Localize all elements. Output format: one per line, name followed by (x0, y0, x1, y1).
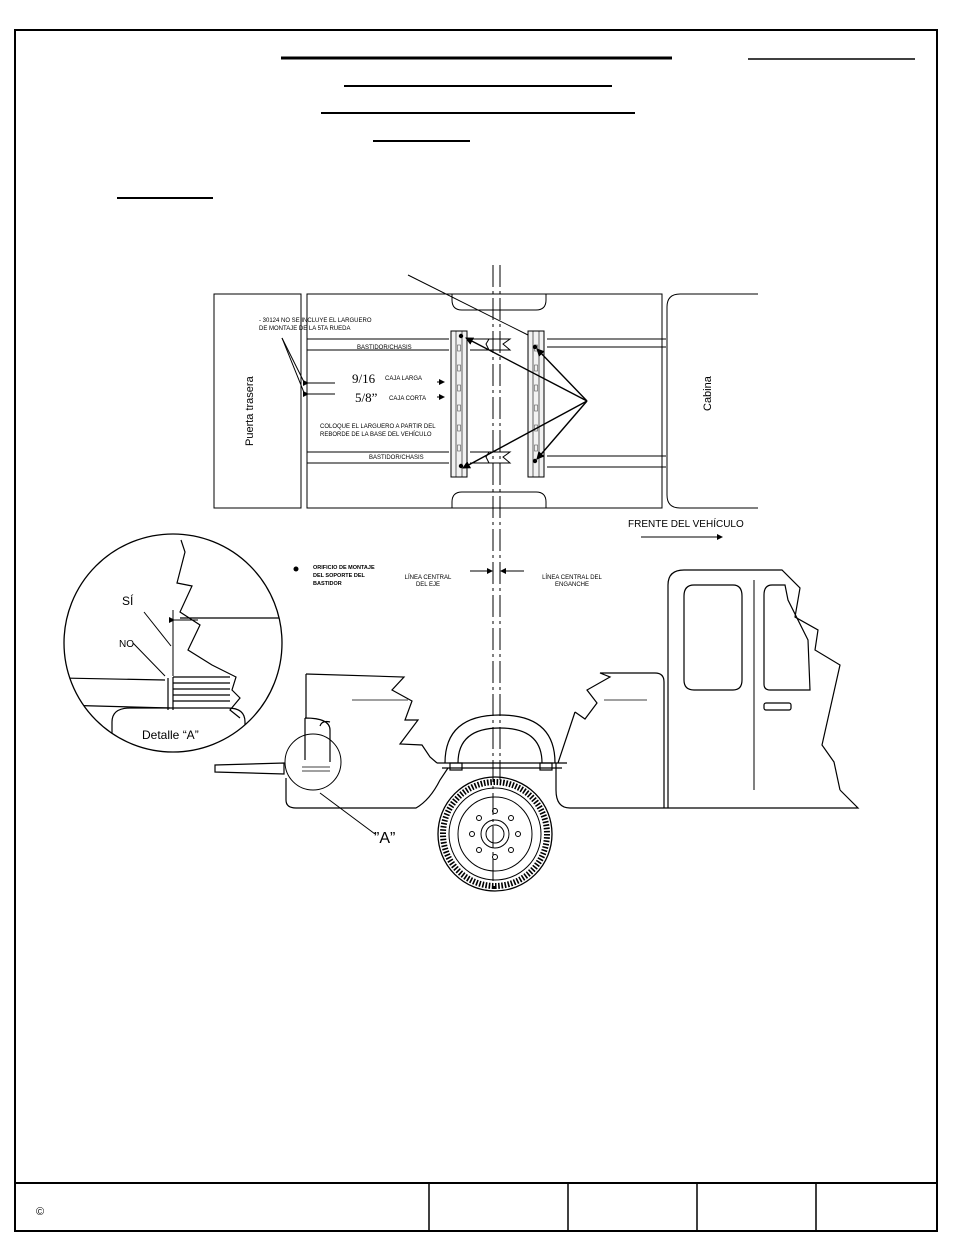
dim-long-label: CAJA LARGA (385, 376, 422, 382)
mount-hole-front-top (532, 344, 538, 350)
mount-hole-front-bottom (532, 458, 538, 464)
mount-hole-legend-dot (293, 566, 299, 572)
frame-label-bottom: BASTIDOR/CHASIS (369, 455, 424, 461)
rail-rear (450, 330, 468, 478)
axle-center-line2: DEL EJE (416, 582, 440, 588)
tailgate-label: Puerta trasera (244, 375, 256, 446)
mount-hole-rear-bottom (458, 463, 464, 469)
title-block (428, 1183, 817, 1231)
cab-outline (666, 293, 758, 509)
wheel-arch-outer (444, 714, 556, 764)
mount-hole-line2: DEL SOPORTE DEL (313, 573, 365, 579)
rear-cab-window (683, 584, 743, 691)
dim-short-label: CAJA CORTA (389, 396, 426, 402)
bed-side (305, 673, 438, 764)
place-rail-line2: REBORDE DE LA BASE DEL VEHÍCULO (320, 431, 432, 438)
yes-label: SÍ (122, 593, 134, 608)
note-30124-line1: - 30124 NO SE INCLUYE EL LARGUERO (259, 318, 372, 324)
dim-long-value: 9/16 (352, 371, 376, 386)
lower-body (285, 767, 449, 809)
mount-hole-line1: ORIFICIO DE MONTAJE (313, 565, 375, 571)
side-view-truck (214, 569, 860, 809)
wheel-arch-inner (457, 727, 543, 764)
cab-front-body (555, 763, 860, 809)
no-label: NO (119, 639, 134, 650)
rear-bumper (304, 717, 331, 762)
truck-bed-outline (306, 293, 663, 509)
pointer-arrows (281, 274, 723, 574)
page-border (14, 29, 938, 1232)
mount-hole-rear-top (458, 333, 464, 339)
door-handle (763, 702, 792, 711)
callout-a-leader (319, 792, 376, 835)
detail-a-small-circle (284, 733, 342, 791)
copyright-text: © (36, 1206, 44, 1218)
center-lines (492, 265, 501, 890)
frame-label-top: BASTIDOR/CHASIS (357, 345, 412, 351)
hitch-center-line1: LÍNEA CENTRAL DEL (542, 574, 602, 581)
hitch-center-line2: ENGANCHE (555, 582, 589, 588)
mount-hole-line3: BASTIDOR (313, 581, 342, 587)
rear-step-bumper (214, 762, 285, 775)
detail-a (63, 533, 283, 753)
title-lines (117, 56, 915, 199)
door-window (763, 584, 811, 691)
note-30124-line2: DE MONTAJE DE LA 5TA RUEDA (259, 326, 350, 332)
wheel-well-top (451, 294, 547, 311)
detail-a-label: Detalle “A” (142, 728, 199, 742)
cab-outline-side (667, 569, 841, 808)
rear-wheel (437, 776, 553, 892)
top-view (213, 293, 758, 509)
cab-label: Cabina (702, 375, 714, 411)
vehicle-front-label: FRENTE DEL VEHÍCULO (628, 517, 744, 530)
dim-short-value: 5/8” (355, 390, 378, 405)
callout-a-label: ”A” (374, 830, 395, 847)
axle-center-line1: LÍNEA CENTRAL (405, 574, 452, 581)
wheel-well-bottom (451, 491, 547, 508)
tailgate-outline (213, 293, 302, 509)
cab-rear-body (574, 672, 665, 808)
place-rail-line1: COLOQUE EL LARGUERO A PARTIR DEL (320, 424, 436, 430)
